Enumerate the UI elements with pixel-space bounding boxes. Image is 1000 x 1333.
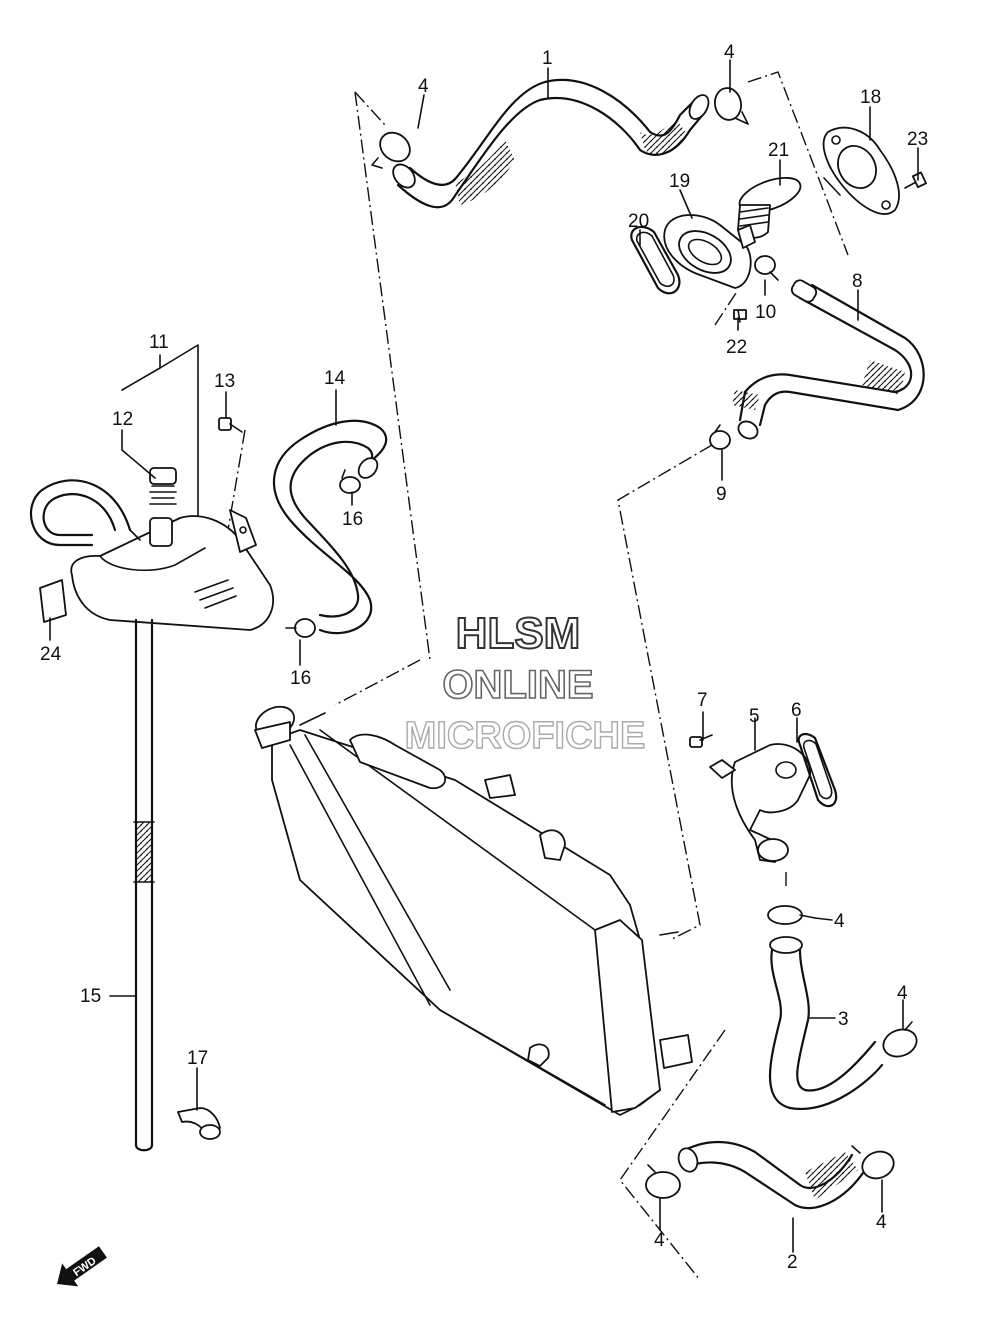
hose-part-3 [769, 936, 884, 1111]
hose-clamp-upper-right [713, 87, 749, 125]
hose-part-14 [272, 419, 388, 635]
clamp-part-9 [709, 424, 731, 450]
callout-7: 7 [697, 690, 708, 711]
reservoir-cap-part-12 [149, 467, 177, 547]
callout-12: 12 [112, 409, 133, 430]
watermark: HLSM ONLINE MICROFICHE [404, 608, 646, 758]
hose-clamp-upper-left [371, 131, 411, 169]
callout-9: 9 [716, 484, 727, 505]
callout-11: 11 [149, 332, 169, 353]
clamp-part-16-upper [339, 469, 361, 494]
hose-part-2 [677, 1141, 867, 1210]
tube-part-15 [133, 618, 155, 1152]
thermostat-cover-part-18 [822, 126, 900, 215]
water-outlet-part-5 [709, 743, 811, 863]
hose-clamp-part-2-right [851, 1145, 895, 1180]
callout-4-bottom-left: 4 [654, 1230, 665, 1251]
bolt-part-7 [689, 734, 713, 748]
callout-15: 15 [80, 986, 101, 1007]
callout-4-bottom-right: 4 [876, 1212, 887, 1233]
clip-part-17 [177, 1107, 221, 1140]
callout-19: 19 [669, 171, 690, 192]
callout-13: 13 [214, 371, 235, 392]
callout-14: 14 [324, 368, 346, 389]
clamp-part-16-lower [285, 618, 316, 638]
callout-16-lower: 16 [290, 668, 311, 689]
watermark-line-1: HLSM [456, 609, 581, 658]
thermostat-housing-part-19 [663, 214, 756, 289]
callout-numbers: 1 4 4 18 23 21 19 20 8 10 22 11 13 14 12… [40, 42, 928, 1273]
watermark-line-2: ONLINE [442, 663, 593, 707]
hose-clamp-part-3-end [882, 1021, 918, 1058]
hose-part-8 [732, 279, 925, 440]
callout-16-upper: 16 [342, 509, 363, 530]
gasket-part-20 [630, 225, 681, 295]
callout-21: 21 [768, 140, 789, 161]
reservoir-tank-part-11 [70, 509, 274, 631]
hose-part-1 [392, 78, 710, 209]
thermostat-part-21 [737, 176, 802, 239]
callout-4-part3: 4 [897, 983, 908, 1004]
bolt-part-13 [218, 417, 243, 433]
hose-clamp-outlet [767, 905, 816, 925]
leader-lines [49, 59, 919, 1253]
callout-4-upper-left: 4 [418, 76, 429, 97]
clamp-part-10 [754, 255, 779, 281]
callout-2: 2 [787, 1252, 798, 1273]
forward-arrow-icon: FWD [57, 1246, 107, 1287]
callout-10: 10 [755, 302, 776, 323]
callout-4-outlet: 4 [834, 911, 845, 932]
label-plate-part-24 [39, 579, 67, 623]
gasket-part-6 [797, 732, 838, 808]
callout-1: 1 [542, 48, 553, 69]
callout-23: 23 [907, 129, 928, 150]
callout-3: 3 [838, 1009, 849, 1030]
bolt-part-23 [904, 171, 927, 189]
callout-4-upper-right: 4 [724, 42, 735, 63]
callout-17: 17 [187, 1048, 208, 1069]
bolt-part-22 [733, 309, 747, 323]
callout-18: 18 [860, 87, 881, 108]
callout-20: 20 [628, 211, 649, 232]
callout-8: 8 [852, 271, 863, 292]
callout-5: 5 [749, 706, 760, 727]
hose-clamp-part-2-left [645, 1164, 681, 1199]
callout-22: 22 [726, 337, 747, 358]
callout-24: 24 [40, 644, 62, 665]
watermark-line-3: MICROFICHE [405, 715, 646, 757]
callout-6: 6 [791, 700, 802, 721]
radiator [254, 705, 693, 1116]
overflow-hose-loop [29, 479, 141, 547]
